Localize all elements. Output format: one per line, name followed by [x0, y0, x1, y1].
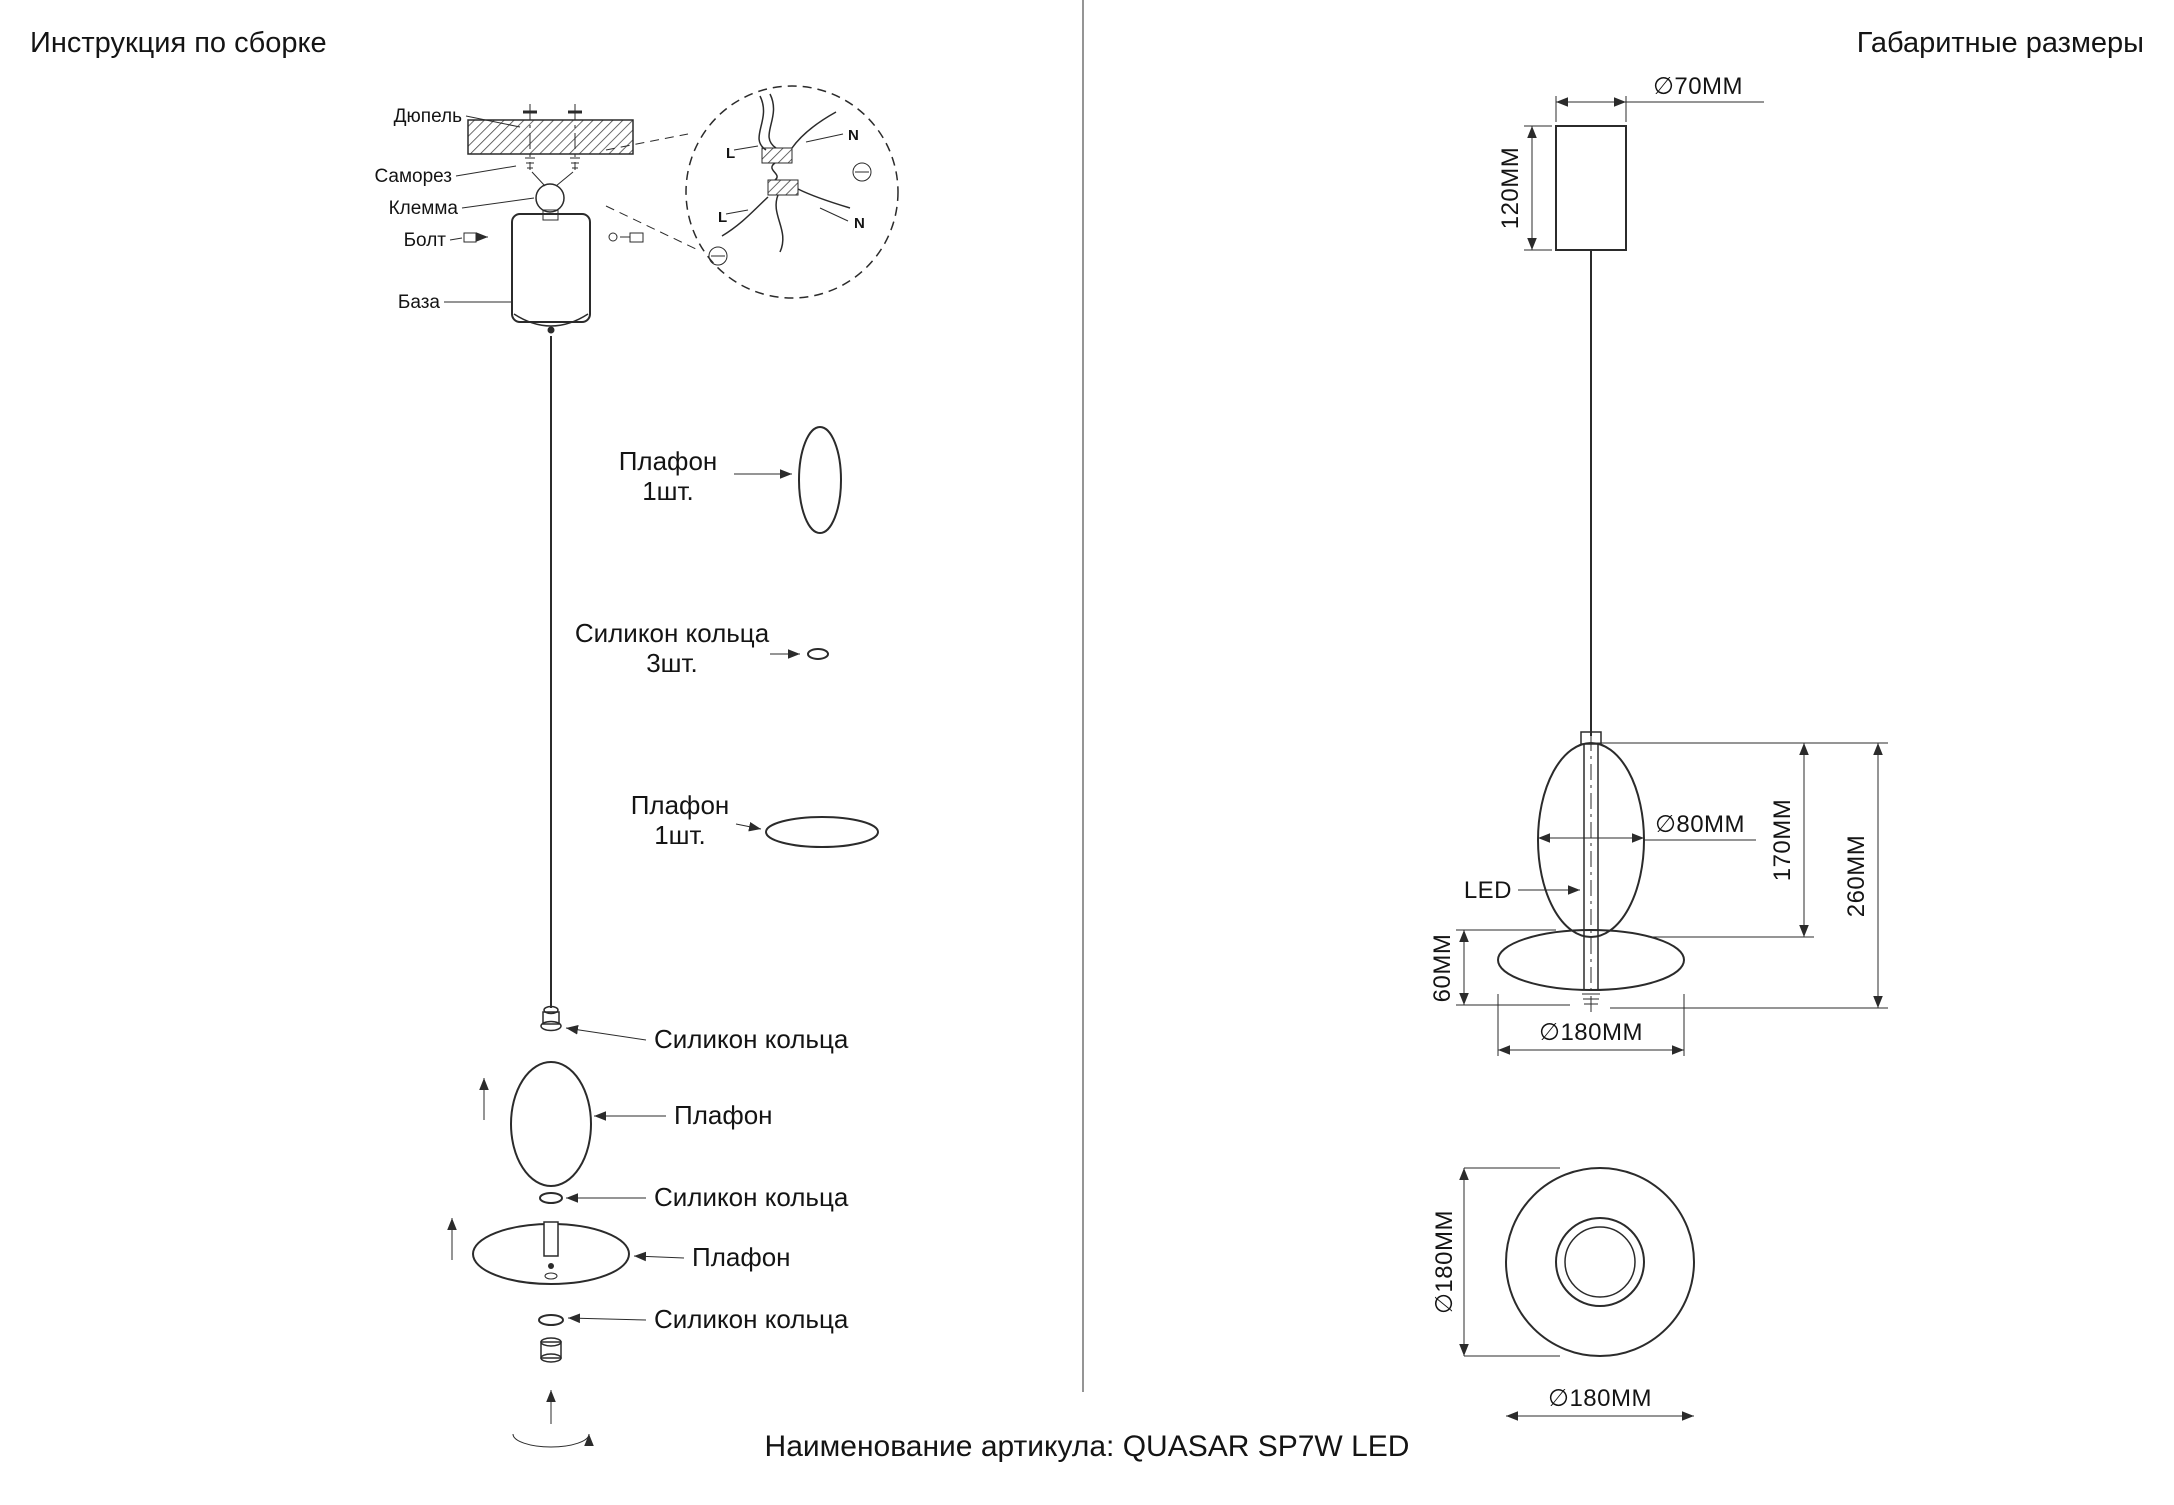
part-rings-qty: 3шт.: [646, 648, 698, 678]
wire-label-l-bottom: L: [718, 209, 727, 226]
dim-bottom-diameter-side: ∅180MM: [1431, 1210, 1458, 1314]
terminal-block-2: [767, 179, 799, 196]
led-label: LED: [1464, 877, 1512, 904]
led-callout: LED: [1464, 877, 1580, 904]
label-bolt: Болт: [404, 230, 447, 251]
right-panel-title: Габаритные размеры: [1857, 27, 2144, 59]
dim-canopy-height-group: 120MM: [1497, 125, 1552, 251]
dim-shade-diameter-group: ∅80MM: [1538, 811, 1756, 843]
seq-ring2-shape: [539, 1192, 563, 1204]
end-cap: [540, 1337, 562, 1363]
wire-label-l-top: L: [726, 145, 735, 162]
wire-label-n-top: N: [848, 127, 859, 144]
dim-disc-diameter: ∅180MM: [1539, 1019, 1643, 1046]
seq-shade1-label: Плафон: [674, 1100, 773, 1130]
part-shade1-label: Плафон: [619, 446, 718, 476]
assembly-sequence: Силикон кольца Плафон Силикон кольца Пла…: [447, 1005, 849, 1448]
ceiling-mount: [463, 104, 644, 243]
screw-head-icon-2: [708, 246, 728, 266]
base-cylinder: [511, 213, 591, 334]
dim-hang-height-group: 260MM: [1610, 743, 1888, 1009]
footer-article-name: Наименование артикула: QUASAR SP7W LED: [765, 1430, 1410, 1463]
dim-disc-height: 60MM: [1429, 934, 1456, 1003]
bottom-view-ring-inner: [1564, 1226, 1636, 1298]
shade2-shape: [765, 816, 879, 848]
dim-bottom-diameter-bottom-group: ∅180MM: [1506, 1385, 1694, 1421]
bottom-view-ring-outer: [1555, 1217, 1645, 1307]
seq-ring3-shape: [538, 1314, 564, 1326]
left-panel-title: Инструкция по сборке: [30, 27, 327, 59]
wiring-detail: L N L N: [605, 85, 899, 299]
part-callout-shade2: Плафон 1шт.: [631, 790, 879, 850]
bottom-view-outer-circle: [1505, 1167, 1695, 1357]
shade1-shape: [798, 426, 842, 534]
dim-canopy-diameter-group: ∅70MM: [1555, 73, 1764, 122]
detail-circle: [685, 85, 899, 299]
dim-disc-height-group: 60MM: [1429, 929, 1570, 1006]
label-screw: Саморез: [374, 166, 452, 187]
dim-disc-diameter-group: ∅180MM: [1497, 994, 1685, 1056]
side-view-disc: [1497, 929, 1685, 991]
dim-canopy-diameter: ∅70MM: [1653, 73, 1743, 100]
seq-shade2-label: Плафон: [692, 1242, 791, 1272]
clamp-ring: [535, 183, 565, 213]
seq-shade1-shape: [510, 1061, 592, 1187]
wire-label-n-bottom: N: [854, 215, 865, 232]
dim-hang-height: 260MM: [1843, 835, 1870, 918]
part-rings-label: Силикон кольца: [575, 618, 770, 648]
dim-canopy-height: 120MM: [1497, 147, 1524, 230]
direction-arrows: [447, 1078, 594, 1448]
label-dowel: Дюпель: [394, 106, 462, 127]
dim-bottom-diameter-side-group: ∅180MM: [1431, 1167, 1560, 1357]
part-shade2-label: Плафон: [631, 790, 730, 820]
bolt-icon-left: [463, 232, 488, 243]
dimension-bottom-view: ∅180MM ∅180MM: [1431, 1167, 1695, 1421]
dim-shade-height-group: 170MM: [1596, 742, 1888, 938]
dimension-side-view: ∅70MM 120MM ∅80MM LED: [1429, 73, 1888, 1056]
dim-shade-diameter: ∅80MM: [1655, 811, 1745, 838]
part-shade1-qty: 1шт.: [642, 476, 694, 506]
screw-head-icon-1: [852, 162, 872, 182]
part-shade2-qty: 1шт.: [654, 820, 706, 850]
bolt-icon-right: [608, 232, 644, 243]
canopy-outline: [1555, 125, 1627, 251]
dim-bottom-diameter-bottom: ∅180MM: [1548, 1385, 1652, 1412]
seq-ring2-label: Силикон кольца: [654, 1182, 849, 1212]
label-base: База: [398, 292, 441, 313]
seq-ring1-label: Силикон кольца: [654, 1024, 849, 1054]
terminal-block-1: [761, 147, 793, 164]
label-clamp: Клемма: [389, 198, 459, 219]
part-callout-shade1: Плафон 1шт.: [619, 426, 842, 534]
screw-threads: [525, 157, 580, 187]
ring-shape: [807, 648, 829, 660]
mount-labels: Дюпель Саморез Клемма Болт База: [374, 106, 535, 313]
part-callout-rings: Силикон кольца 3шт.: [575, 618, 829, 678]
threaded-tip: [1582, 993, 1600, 1005]
dim-shade-height: 170MM: [1769, 799, 1796, 882]
seq-ring3-label: Силикон кольца: [654, 1304, 849, 1334]
